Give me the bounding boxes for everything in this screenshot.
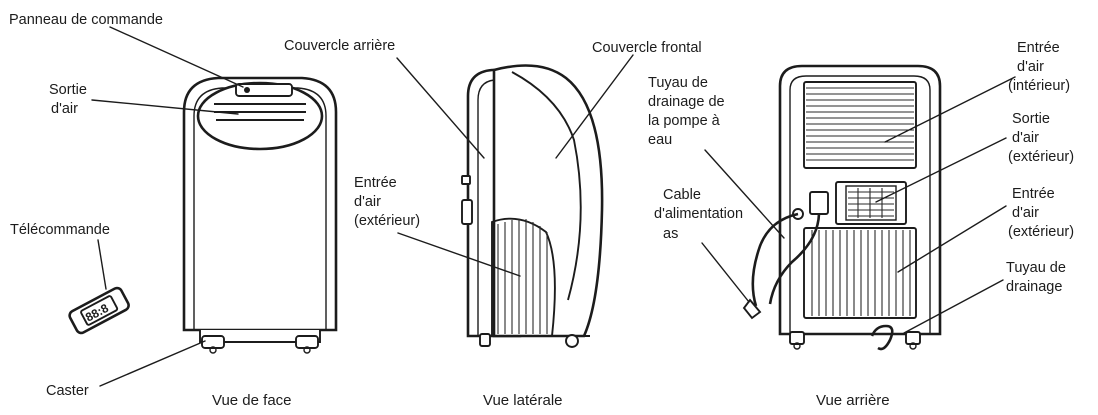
label-couvercle-arriere: Couvercle arrière	[284, 38, 395, 54]
side-intake-grille	[491, 217, 556, 337]
label-sortie-ext-3: (extérieur)	[1008, 149, 1074, 165]
air-outlet-louver	[214, 103, 306, 121]
back-lower-grille	[803, 227, 917, 319]
side-leader-lines	[396, 54, 634, 277]
label-telecommande: Télécommande	[10, 222, 110, 238]
side-view: Couvercle arrière Couvercle frontal Entr…	[284, 38, 702, 409]
label-entree-int-3: (intérieur)	[1008, 78, 1070, 94]
label-tuyau-pompe-2: drainage de	[648, 94, 725, 110]
front-leader-lines	[91, 26, 244, 387]
front-view: 88:8 Panneau de commande Sortie d'air Té…	[9, 12, 338, 409]
label-sortie-ext-2: d'air	[1012, 130, 1039, 146]
label-side-entree-2: d'air	[354, 194, 381, 210]
pump-drain-hose-end	[742, 298, 762, 320]
caption-vue-arriere: Vue arrière	[816, 392, 890, 409]
label-entree-int-1: Entrée	[1017, 40, 1060, 56]
label-entree-ext-1: Entrée	[1012, 186, 1055, 202]
back-view: Entrée d'air (intérieur) Sortie d'air (e…	[701, 40, 1074, 409]
label-caster: Caster	[46, 383, 89, 399]
label-entree-ext-3: (extérieur)	[1008, 224, 1074, 240]
control-panel	[235, 83, 293, 97]
label-side-entree-1: Entrée	[354, 175, 397, 191]
back-outlet	[835, 181, 907, 225]
label-tuyau-pompe-3: la pompe à	[648, 113, 721, 129]
back-socket	[809, 191, 829, 215]
control-knob	[244, 87, 250, 93]
back-unit-inner	[789, 75, 931, 335]
remote-control: 88:8	[68, 286, 130, 335]
caption-vue-laterale: Vue latérale	[483, 392, 563, 409]
label-tuyau-drainage-2: drainage	[1006, 279, 1062, 295]
back-casters	[789, 331, 921, 350]
label-side-entree-3: (extérieur)	[354, 213, 420, 229]
air-outlet-oval	[196, 81, 324, 151]
front-base	[199, 330, 321, 343]
label-sortie-air-1: Sortie	[49, 82, 87, 98]
pump-drain-hose	[751, 212, 799, 307]
label-cable-3: as	[663, 226, 678, 242]
side-front-cover-curve	[511, 71, 582, 301]
label-tuyau-pompe-1: Tuyau de	[648, 75, 708, 91]
back-leader-lines	[701, 76, 1016, 334]
label-tuyau-drainage-1: Tuyau de	[1006, 260, 1066, 276]
side-clip	[461, 175, 471, 185]
label-couvercle-frontal: Couvercle frontal	[592, 40, 702, 56]
label-sortie-air-2: d'air	[51, 101, 78, 117]
side-casters	[479, 333, 579, 348]
label-cable-2: d'alimentation	[654, 206, 743, 222]
side-handle	[461, 199, 473, 225]
label-panneau-de-commande: Panneau de commande	[9, 12, 163, 28]
side-front-cover	[492, 64, 604, 338]
power-cable	[768, 213, 821, 305]
label-cable-1: Cable	[663, 187, 701, 203]
middle-labels: Tuyau de drainage de la pompe à eau Cabl…	[648, 75, 743, 242]
label-tuyau-pompe-4: eau	[648, 132, 672, 148]
back-upper-grille	[803, 81, 917, 169]
caption-vue-de-face: Vue de face	[212, 392, 292, 409]
front-casters	[201, 335, 319, 354]
label-entree-ext-2: d'air	[1012, 205, 1039, 221]
drain-hose	[870, 324, 894, 351]
label-sortie-ext-1: Sortie	[1012, 111, 1050, 127]
label-entree-int-2: d'air	[1017, 59, 1044, 75]
